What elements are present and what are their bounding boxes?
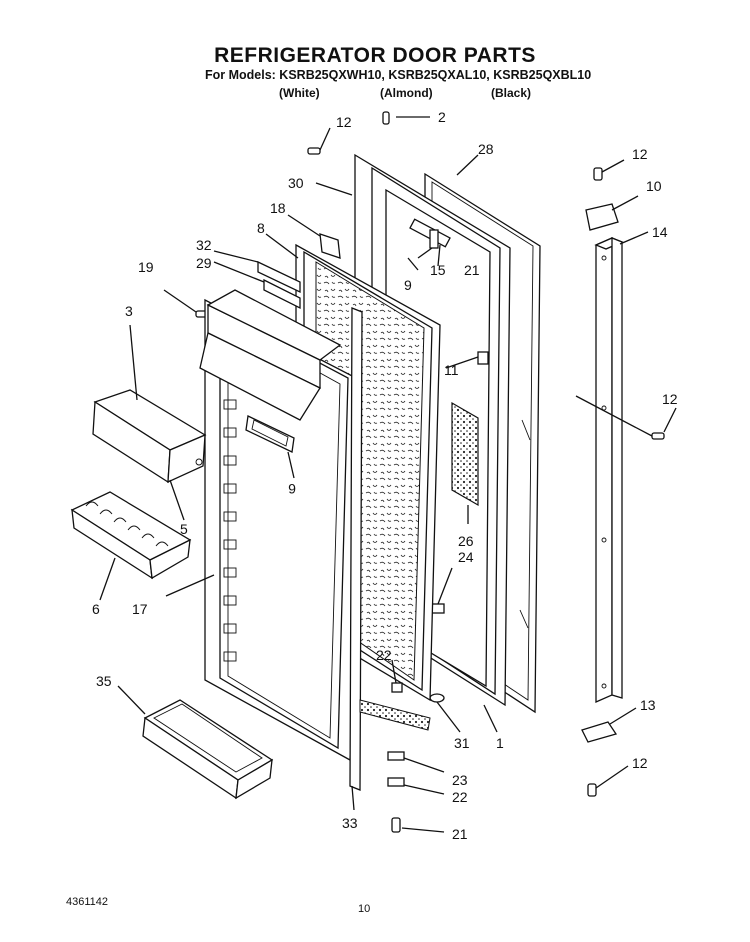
callout-12-top-right: 12 (632, 146, 648, 162)
callout-34: 32 (196, 237, 212, 253)
callout-28: 28 (478, 141, 494, 157)
callout-35: 35 (96, 673, 112, 689)
callout-10: 10 (646, 178, 662, 194)
page-number: 10 (358, 903, 371, 915)
callout-4: 5 (180, 521, 188, 537)
callout-26: 24 (458, 549, 474, 565)
door-handle (594, 237, 624, 703)
egg-tray (70, 491, 192, 580)
leader-lines (99, 116, 677, 833)
callout-29: 26 (458, 533, 474, 549)
callout-30: 29 (196, 255, 212, 271)
model-list: For Models: KSRB25QXWH10, KSRB25QXAL10, … (205, 68, 592, 82)
variant-almond: (Almond) (380, 86, 433, 100)
handle-brackets (307, 111, 665, 797)
door-liner (204, 298, 361, 762)
callout-17: 17 (132, 601, 148, 617)
callout-2: 2 (438, 109, 446, 125)
callout-22: 21 (452, 826, 468, 842)
variant-black: (Black) (491, 86, 532, 100)
document-number: 4361142 (66, 896, 109, 908)
callout-labels: 2 12 28 30 18 8 32 29 19 15 21 9 11 3 5 … (92, 109, 678, 842)
callout-19: 19 (138, 259, 154, 275)
callout-12-bottom-right: 12 (632, 755, 648, 771)
callout-12-top-left: 12 (336, 114, 352, 130)
callout-13: 13 (640, 697, 656, 713)
callout-5: 6 (92, 601, 100, 617)
callout-12-middle-right: 12 (662, 391, 678, 407)
callout-1: 1 (496, 735, 504, 751)
lower-door-bin (142, 699, 274, 800)
callout-21: 22 (376, 647, 392, 663)
callout-15: 15 (430, 262, 446, 278)
callout-24: 23 (452, 772, 468, 788)
callout-11: 11 (444, 362, 459, 378)
callout-32: 31 (454, 735, 470, 751)
callout-3: 3 (125, 303, 133, 319)
upper-bin (199, 289, 342, 421)
callout-23: 22 (452, 789, 468, 805)
butter-compartment (92, 389, 207, 484)
callout-33: 33 (342, 815, 358, 831)
callout-20: 21 (464, 262, 480, 278)
callout-9: 9 (404, 277, 412, 293)
callout-8: 8 (257, 220, 265, 236)
callout-31: 30 (288, 175, 304, 191)
variant-white: (White) (279, 86, 320, 100)
side-trim (349, 307, 431, 833)
page-title: REFRIGERATOR DOOR PARTS (214, 44, 536, 67)
callout-14: 14 (652, 224, 668, 240)
callout-18: 18 (270, 200, 286, 216)
callout-6: 6 (288, 481, 296, 497)
